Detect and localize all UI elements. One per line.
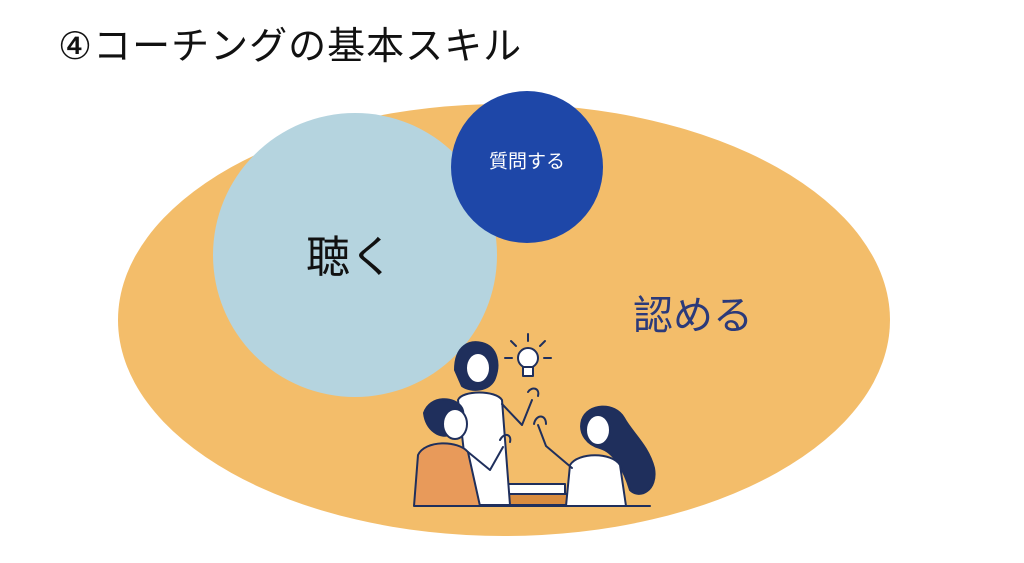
sitting-man [413,398,512,507]
people-illustration [413,333,656,507]
acknowledge-label: 認める [633,293,753,339]
listen-circle [213,113,497,397]
lightbulb-icon [504,333,552,377]
sitting-woman [533,405,656,507]
question-label: 質問する [488,150,566,173]
listen-label: 聴く [306,232,394,283]
question-circle [451,91,603,243]
page-title: ④コーチングの基本スキル [58,24,523,68]
